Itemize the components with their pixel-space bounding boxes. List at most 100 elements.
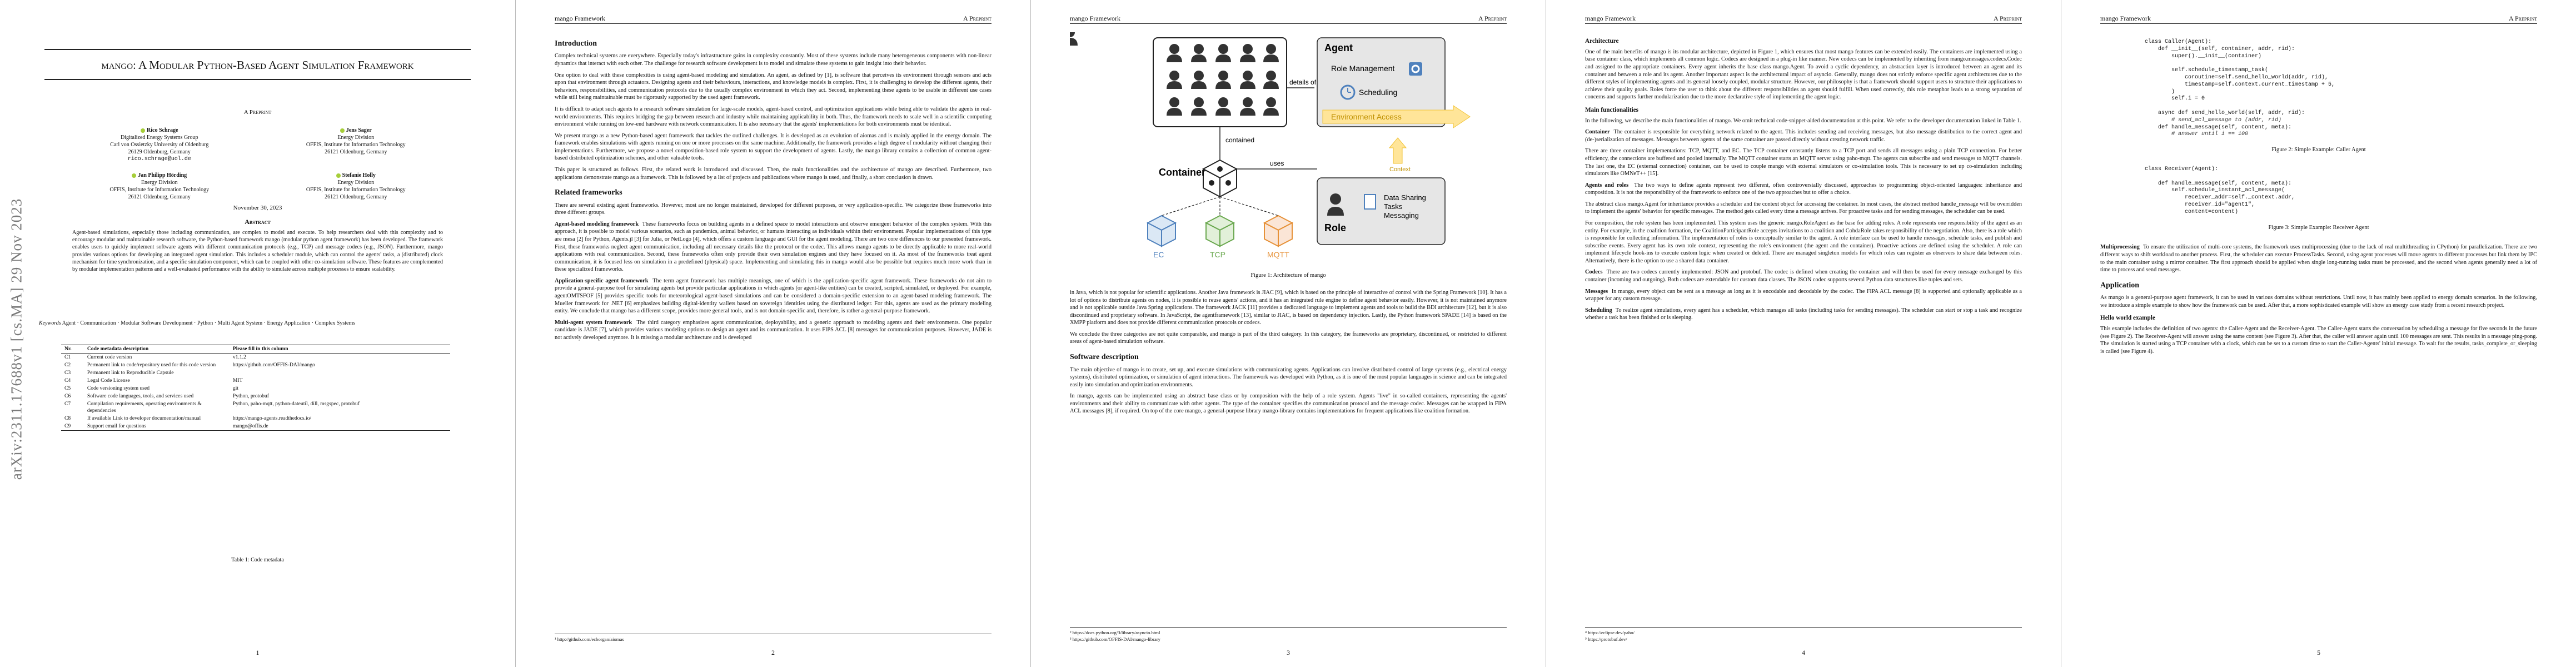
agent-title: Agent	[1324, 42, 1353, 53]
paragraph: Container The container is responsible f…	[1585, 129, 2022, 143]
paragraph: It is difficult to adapt such agents to …	[555, 106, 991, 128]
page-number: 3	[1287, 649, 1290, 656]
role-item: Messaging	[1384, 211, 1419, 220]
footnotes: ² https://docs.python.org/3/library/asyn…	[1070, 626, 1507, 643]
ec-label: EC	[1153, 250, 1164, 259]
uses-label: uses	[1270, 160, 1284, 167]
paragraph: Multiprocessing To ensure the utilizatio…	[2100, 244, 2537, 273]
container-cube	[1202, 159, 1238, 198]
context-label: Context	[1389, 166, 1411, 173]
clock-icon	[1340, 84, 1356, 100]
subsection-heading: Hello world example	[2100, 315, 2155, 322]
architecture-figure: details of Agent Role Management Schedul…	[1062, 27, 1507, 278]
details-of-label: details of	[1289, 78, 1317, 86]
role-management-label: Role Management	[1331, 64, 1395, 73]
environment-access-arrow	[1322, 105, 1471, 128]
environment-access-label: Environment Access	[1331, 112, 1402, 121]
page-body: Architecture One of the main benefits of…	[1585, 32, 2022, 645]
gear-icon	[1409, 62, 1422, 76]
paragraph: One of the main benefits of mango is its…	[1585, 48, 2022, 101]
paragraph: We present mango as a new Python-based a…	[555, 132, 991, 162]
footnotes: ⁴ https://eclipse.dev/paho/⁵ https://pro…	[1585, 626, 2022, 643]
paragraph: in Java, which is not popular for scient…	[1070, 290, 1507, 326]
paragraph: Complex technical systems are everywhere…	[555, 53, 991, 67]
paragraph: Messages In mango, every object can be s…	[1585, 288, 2022, 302]
abstract-heading: Abstract	[245, 218, 271, 226]
table-caption: Table 1: Code metadata	[231, 557, 284, 563]
mqtt-label: MQTT	[1267, 250, 1289, 259]
author-block: Rico Schrage Digitalized Energy Systems …	[61, 127, 454, 201]
code-listing-caller: class Caller(Agent): def __init__(self, …	[2145, 39, 2335, 138]
role-item: Data Sharing	[1384, 193, 1426, 202]
paragraph: This example includes the definition of …	[2100, 326, 2537, 355]
orcid-icon[interactable]	[141, 128, 146, 133]
mqtt-cube-icon	[1263, 215, 1294, 247]
orcid-icon[interactable]	[132, 173, 137, 178]
footnote: ¹ http://github.com/ecborgan/aiomas	[555, 633, 991, 643]
paper-date: November 30, 2023	[233, 205, 282, 211]
orcid-icon[interactable]	[336, 173, 341, 178]
page-number: 5	[2317, 649, 2320, 656]
page-number: 1	[256, 649, 260, 656]
section-heading: Introduction	[555, 39, 597, 48]
paragraph: Application-specific agent framework The…	[555, 277, 992, 315]
role-item: Tasks	[1384, 202, 1403, 211]
page-number: 4	[1802, 649, 1805, 656]
agent-icons	[1062, 27, 1078, 46]
paragraph: Multi-agent system framework The third c…	[555, 319, 991, 341]
figure-caption: Figure 1: Architecture of mango	[1250, 272, 1326, 278]
paper-title: mango: A Modular Python-Based Agent Simu…	[44, 49, 471, 81]
paragraph: In mango, agents can be implemented usin…	[1070, 393, 1507, 415]
page-1: arXiv:2311.17688v1 [cs.MA] 29 Nov 2023 m…	[0, 0, 515, 667]
container-label: Container	[1159, 167, 1205, 178]
keywords: Keywords Agent · Communication · Modular…	[39, 320, 356, 326]
paragraph: There are three container implementation…	[1585, 148, 2022, 177]
author-1: Rico Schrage Digitalized Energy Systems …	[110, 127, 209, 162]
paragraph: We conclude the three categories are not…	[1070, 331, 1507, 345]
role-panel: Role Data Sharing Tasks Messaging	[1317, 177, 1446, 245]
role-title: Role	[1324, 222, 1346, 233]
paragraph: Agents and roles The two ways to define …	[1585, 182, 2022, 196]
orcid-icon[interactable]	[340, 128, 345, 133]
paragraph: Codecs There are two codecs currently im…	[1585, 269, 2022, 283]
page-body: Introduction Complex technical systems a…	[555, 32, 991, 645]
architecture-diagram: details of Agent Role Management Schedul…	[1062, 27, 1471, 259]
ec-cube-icon	[1146, 215, 1177, 247]
tcp-label: TCP	[1210, 250, 1225, 259]
agent-panel: Agent Role Management Scheduling Environ…	[1317, 37, 1471, 128]
paragraph: Scheduling To realize agent simulations,…	[1585, 307, 2022, 321]
figure-caption: Figure 2: Simple Example: Caller Agent	[2271, 147, 2366, 153]
tcp-cube-icon	[1204, 215, 1235, 247]
section-heading: Application	[2100, 281, 2140, 290]
paragraph: The main objective of mango is to create…	[1070, 366, 1507, 388]
paragraph: For composition, the role system has bee…	[1585, 220, 2022, 264]
document-icon	[1364, 194, 1376, 210]
paragraph: This paper is structured as follows. Fir…	[555, 166, 991, 181]
context-arrow	[1388, 137, 1407, 164]
paragraph: One option to deal with these complexiti…	[555, 72, 991, 101]
page-body: in Java, which is not popular for scient…	[1070, 289, 1507, 645]
figure-caption: Figure 3: Simple Example: Receiver Agent	[2268, 224, 2369, 231]
section-heading: Software description	[1070, 353, 1139, 362]
abstract-text: Agent-based simulations, especially thos…	[72, 230, 443, 272]
section-heading: Related frameworks	[555, 188, 622, 197]
